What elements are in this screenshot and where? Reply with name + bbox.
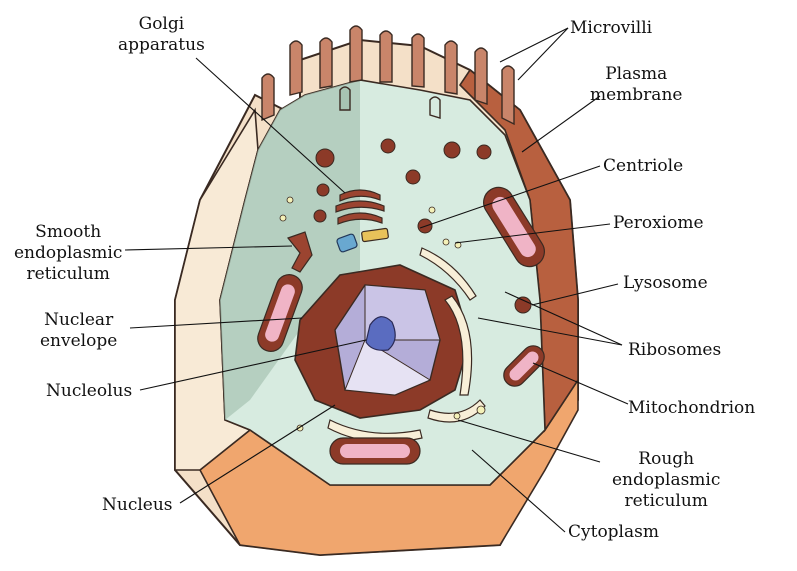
nucleus-shape xyxy=(294,264,471,419)
centriole-shape xyxy=(336,227,389,253)
leader-peroxiome xyxy=(454,223,611,244)
leader-nuclear-envelope xyxy=(129,317,303,329)
leader-lysosome xyxy=(531,283,619,306)
mitochondria-group xyxy=(257,186,545,465)
label-centriole: Centriole xyxy=(603,156,684,176)
microvilli-group xyxy=(261,25,515,126)
leader-nucleus xyxy=(179,404,336,504)
leader-cytoplasm xyxy=(471,449,566,533)
leader-centriole xyxy=(419,165,601,229)
nucleolus-shape xyxy=(365,316,396,351)
label-peroxiome: Peroxiome xyxy=(613,213,704,233)
leader-plasma-membrane xyxy=(521,95,601,153)
label-lysosome: Lysosome xyxy=(623,273,708,293)
leader-golgi xyxy=(195,57,346,194)
leader-mitochondrion xyxy=(532,362,629,405)
label-ribosomes: Ribosomes xyxy=(628,340,722,360)
label-nucleolus: Nucleolus xyxy=(46,381,133,401)
leader-ribosomes-2 xyxy=(504,291,623,346)
leader-smooth-er xyxy=(124,245,293,251)
leader-microvilli-1 xyxy=(499,27,569,63)
smooth-er-shape xyxy=(287,231,313,273)
label-nucleus: Nucleus xyxy=(102,495,173,515)
rough-er-group xyxy=(327,247,486,443)
leader-nucleolus xyxy=(139,339,367,391)
golgi-stack xyxy=(335,189,385,225)
leader-rough-er xyxy=(457,419,601,463)
leader-microvilli-2 xyxy=(517,27,569,81)
label-mitochondrion: Mitochondrion xyxy=(628,398,756,418)
label-microvilli: Microvilli xyxy=(570,18,653,38)
label-cytoplasm: Cytoplasm xyxy=(568,522,659,542)
leader-ribosomes-1 xyxy=(477,317,623,346)
vesicle-group xyxy=(279,196,486,432)
lysosome-group xyxy=(313,138,532,314)
